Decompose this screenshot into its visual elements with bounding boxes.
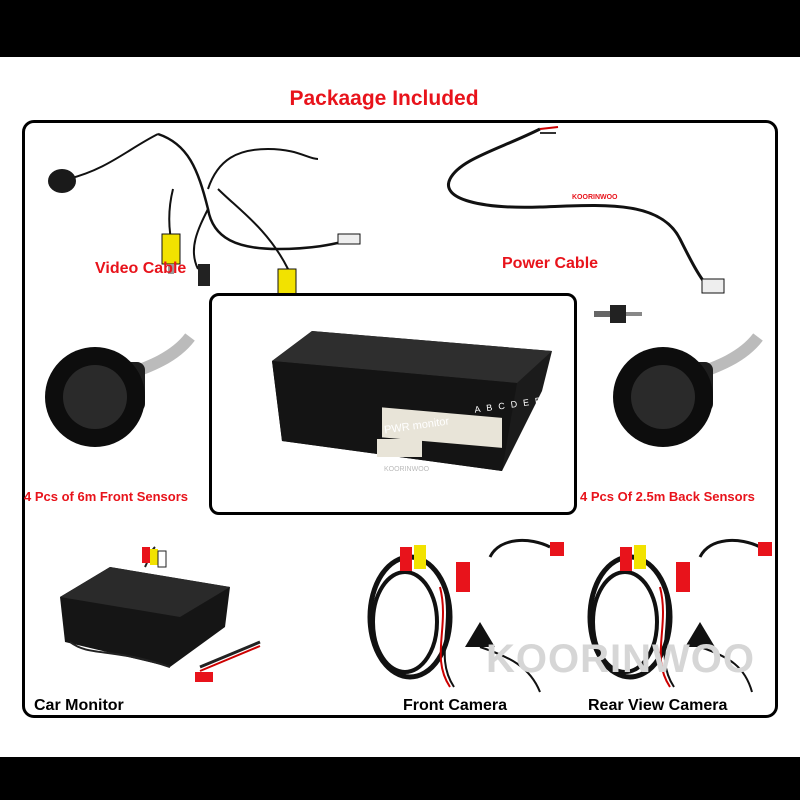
car-monitor-image	[60, 546, 261, 682]
power-cable-label: Power Cable	[502, 255, 599, 272]
rear-camera-label: Rear View Camera	[588, 697, 728, 714]
control-box-brand: KOORINWOO	[384, 466, 430, 473]
package-frame	[22, 120, 778, 718]
front-sensor-image	[45, 333, 195, 447]
power-cable-image	[447, 126, 725, 294]
port-g: G	[545, 392, 560, 405]
back-sensors-label: 4 Pcs Of 2.5m Back Sensors	[580, 489, 755, 504]
package-heading: Packaage Included	[289, 87, 479, 110]
car-monitor-label: Car Monitor	[34, 697, 124, 714]
rear-camera-image	[587, 538, 772, 693]
product-canvas: Packaage Included Video Cable KOORINWOO …	[0, 57, 800, 757]
video-cable-image	[48, 132, 361, 298]
front-camera-image	[367, 538, 564, 693]
back-sensor-image	[613, 333, 763, 447]
control-box-image	[272, 331, 552, 471]
front-camera-label: Front Camera	[403, 697, 508, 714]
front-sensors-label: 4 Pcs of 6m Front Sensors	[24, 489, 188, 504]
control-box-panel: PWR monitor ABCDEFGH KOORINWOO	[209, 293, 577, 515]
video-cable-label: Video Cable	[95, 260, 187, 277]
power-cable-tag: KOORINWOO	[572, 194, 618, 201]
port-h: H	[558, 391, 573, 403]
hole-saw-image	[594, 305, 642, 323]
brand-watermark: KOORINWOO	[486, 637, 755, 681]
